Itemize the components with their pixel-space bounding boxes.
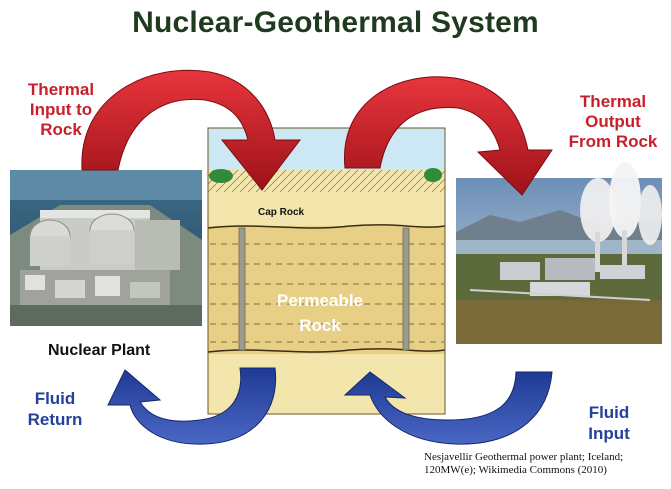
bush-right	[424, 168, 442, 182]
fluid-return-label: Fluid Return	[20, 388, 90, 430]
geothermal-plant-photo	[456, 162, 662, 344]
permeable-rock-label-line2: Rock	[299, 316, 341, 335]
production-well	[402, 227, 410, 351]
photo-credit-line1: Nesjavellir Geothermal power plant; Icel…	[424, 451, 624, 463]
thermal-output-line3: From Rock	[568, 132, 658, 151]
cap-rock-label: Cap Rock	[258, 207, 305, 218]
thermal-output-line2: Output	[585, 112, 641, 131]
fluid-return-arrow	[107, 367, 277, 445]
permeable-rock-label-line1: Permeable	[277, 291, 363, 310]
thermal-output-arrow	[344, 76, 553, 196]
nuclear-plant-photo	[10, 170, 202, 326]
diagram-title: Nuclear-Geothermal System	[132, 6, 539, 39]
thermal-input-line2: Input to	[29, 100, 93, 119]
fluid-return-line2: Return	[27, 410, 83, 429]
bush-left	[209, 169, 233, 183]
fluid-return-line1: Fluid	[34, 389, 76, 408]
thermal-input-label: Thermal Input to Rock	[18, 80, 104, 140]
fluid-input-label: Fluid Input	[574, 402, 644, 444]
nuclear-plant-label: Nuclear Plant	[48, 342, 151, 359]
photo-credit: Nesjavellir Geothermal power plant; Icel…	[424, 451, 664, 477]
thermal-input-line1: Thermal	[27, 80, 95, 99]
thermal-input-line3: Rock	[40, 120, 82, 139]
fluid-input-line1: Fluid	[588, 403, 630, 422]
thermal-output-line1: Thermal	[579, 92, 647, 111]
photo-credit-line2: 120MW(e); Wikimedia Commons (2010)	[424, 464, 607, 476]
fluid-input-arrow	[343, 371, 553, 445]
thermal-input-arrow	[81, 69, 302, 191]
thermal-output-label: Thermal Output From Rock	[560, 92, 666, 152]
rock-cross-section	[207, 127, 446, 415]
fluid-input-line2: Input	[588, 424, 630, 443]
injection-well	[238, 227, 246, 351]
